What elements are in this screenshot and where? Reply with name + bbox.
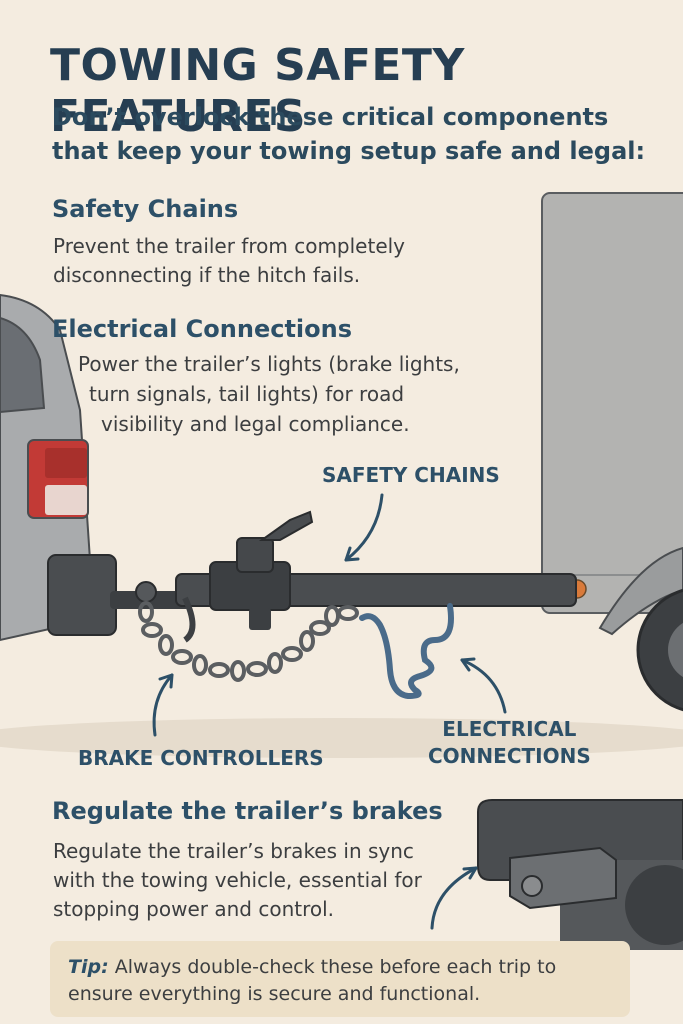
electrical-cable	[359, 603, 454, 700]
tip-label: Tip:	[68, 956, 109, 978]
intro-text: Don’t overlock these critical components…	[52, 103, 646, 165]
brakes-heading: Regulate the trailer’s brakes	[52, 797, 443, 825]
latch-handle	[258, 510, 314, 541]
receiver-illustration	[477, 799, 683, 950]
safety-chains-heading: Safety Chains	[52, 195, 239, 223]
electrical-connections-heading: Electrical Connections	[52, 315, 352, 343]
description-line: visibility and legal compliance.	[101, 412, 410, 436]
hitch-illustration	[110, 510, 577, 643]
car-bumper	[47, 554, 117, 636]
arrow-electrical	[460, 658, 507, 714]
trailer-illustration	[541, 192, 683, 712]
arrow-receiver	[430, 866, 478, 930]
hitch-ball	[135, 581, 157, 603]
tip-box: Tip: Always double-check these before ea…	[50, 941, 630, 1017]
safety-chain-illustration	[138, 601, 359, 682]
description-line: turn signals, tail lights) for road	[89, 382, 405, 406]
callout-line: CONNECTIONS	[428, 744, 591, 768]
tow-vehicle-illustration	[0, 293, 117, 642]
callout-safety-chains: SAFETY CHAINS	[322, 463, 500, 487]
tip-text: Always double-check these before each tr…	[68, 956, 557, 1005]
coupler-latch	[236, 537, 274, 573]
brakes-description: Regulate the trailer’s brakes in sync wi…	[53, 839, 422, 921]
callout-line: ELECTRICAL	[442, 717, 577, 741]
page-title: TOWING SAFETY FEATURES	[50, 40, 465, 142]
chain-hook	[182, 596, 196, 643]
trailer-fender	[598, 546, 683, 636]
callout-electrical-connections: ELECTRICAL CONNECTIONS	[428, 716, 591, 770]
arrow-safety-chains	[344, 493, 384, 562]
description-line: Power the trailer’s lights (brake lights…	[78, 352, 460, 376]
car-rear-window	[0, 316, 46, 414]
ground-shadow	[0, 718, 683, 758]
trailer-body	[541, 192, 683, 614]
safety-chains-description: Prevent the trailer from completely disc…	[53, 234, 406, 287]
rear-wheel	[625, 865, 683, 945]
arrow-brake-controllers	[152, 673, 174, 737]
trailer-wheel	[636, 588, 683, 712]
callout-brake-controllers: BRAKE CONTROLLERS	[78, 746, 324, 770]
